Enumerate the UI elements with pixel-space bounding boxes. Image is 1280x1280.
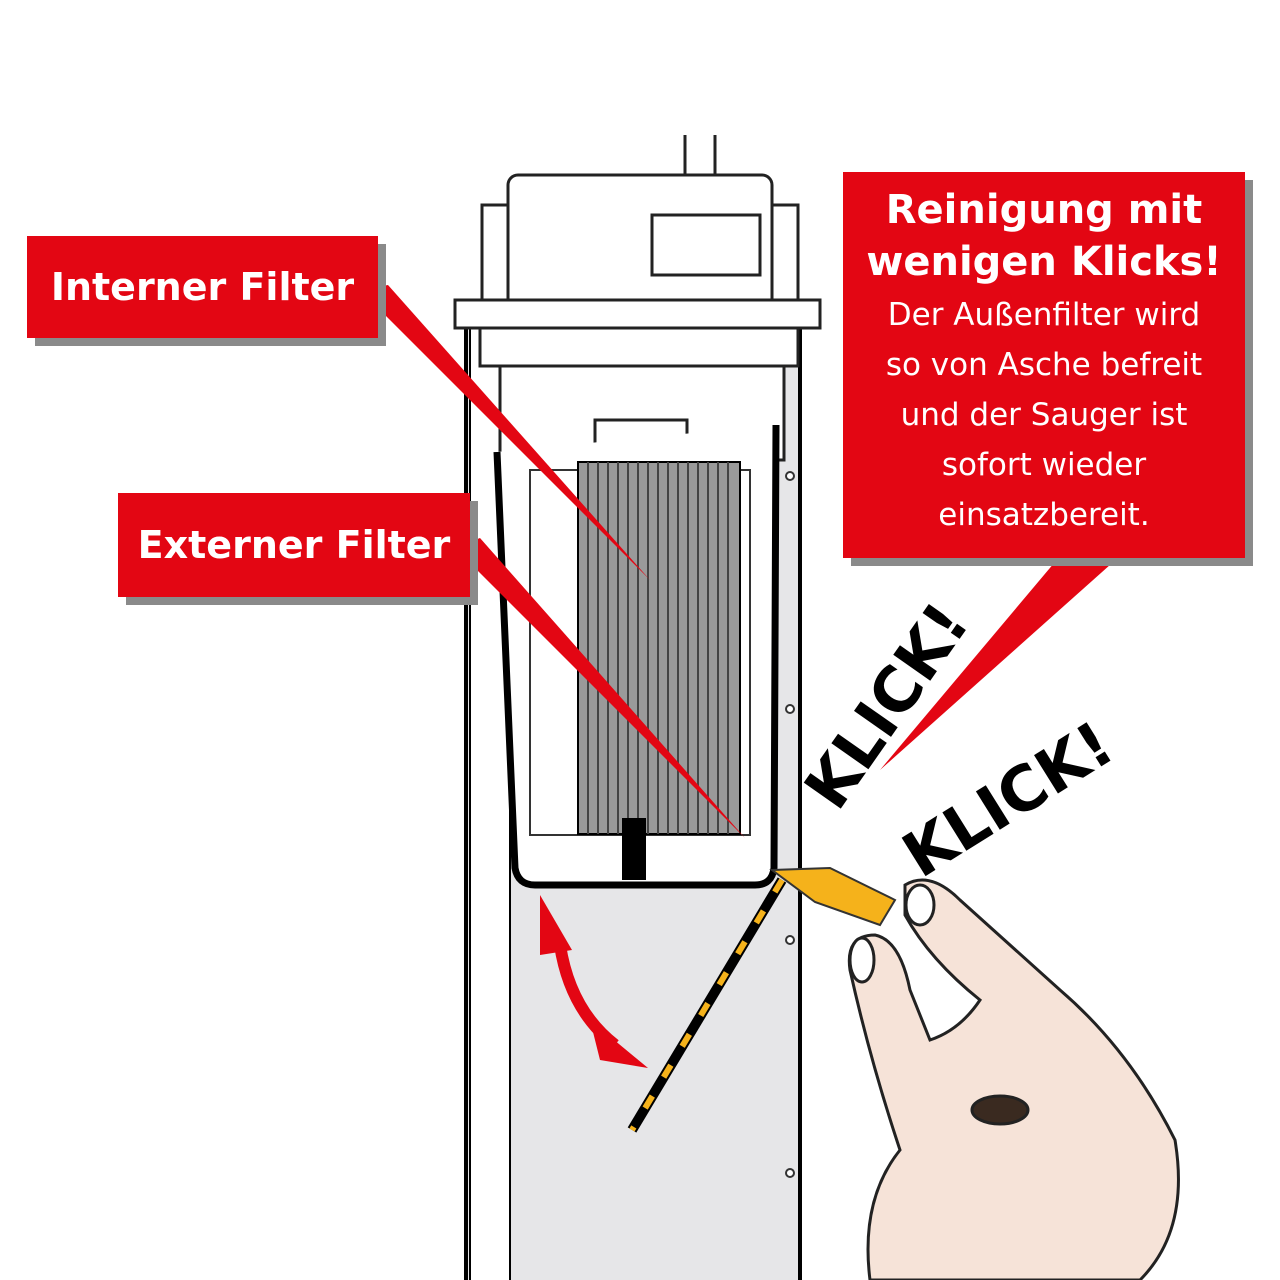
cleaning-lever[interactable] xyxy=(769,866,897,927)
callout-body-line: Der Außenfilter wird xyxy=(887,297,1201,333)
callout-body-line: und der Sauger ist xyxy=(900,397,1188,433)
pointer-internal xyxy=(360,285,650,580)
callout-headline-2: wenigen Klicks! xyxy=(866,239,1222,285)
hand-illustration xyxy=(847,878,1180,1280)
callout-headline-1: Reinigung mit xyxy=(885,187,1203,233)
callout-body-line: einsatzbereit. xyxy=(938,497,1150,533)
swing-arrow-icon xyxy=(540,895,648,1068)
external-filter-label: Externer Filter xyxy=(118,493,470,597)
pointer-callout xyxy=(880,556,1120,770)
motor-head xyxy=(453,135,822,462)
internal-filter xyxy=(577,461,741,880)
internal-filter-label: Interner Filter xyxy=(27,236,378,338)
callout-body-line: sofort wieder xyxy=(941,447,1147,483)
pointer-external xyxy=(455,538,745,838)
callout-body-line: so von Asche befreit xyxy=(885,347,1203,383)
callout-box: Reinigung mit wenigen Klicks! Der Außenf… xyxy=(843,172,1245,558)
